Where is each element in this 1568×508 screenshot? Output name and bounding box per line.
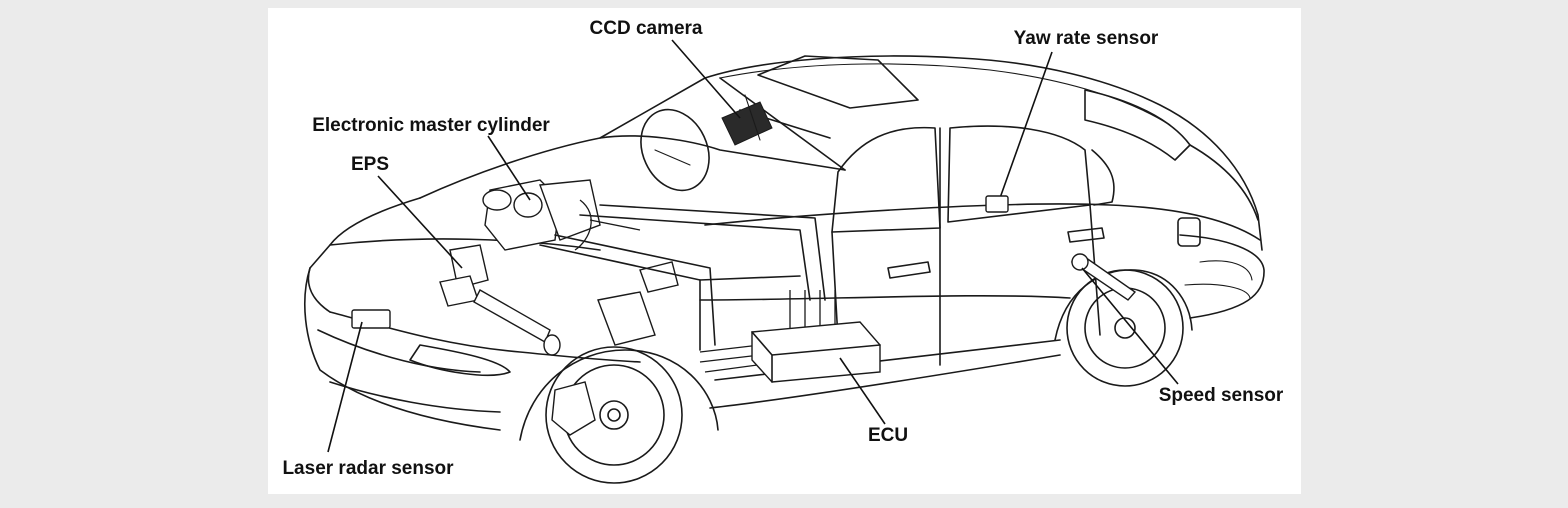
internal-components <box>439 94 881 383</box>
leader-laser-radar <box>327 321 363 453</box>
leader-master-cylinder <box>487 135 531 201</box>
labels: CCD camera Yaw rate sensor Electronic ma… <box>282 18 1283 479</box>
leader-ccd-camera <box>671 39 741 119</box>
label-ecu: ECU <box>868 425 908 446</box>
diagram-panel <box>268 8 1301 494</box>
label-ccd-camera: CCD camera <box>590 18 703 39</box>
leader-eps <box>377 175 463 269</box>
label-eps: EPS <box>351 154 389 175</box>
car-body <box>304 55 1265 484</box>
label-yaw-rate-sensor: Yaw rate sensor <box>1014 28 1159 49</box>
yaw-rate-sensor-box <box>985 195 1009 213</box>
leader-speed-sensor <box>1081 267 1179 385</box>
leader-ecu <box>839 357 886 425</box>
label-laser-radar-sensor: Laser radar sensor <box>282 458 454 479</box>
leader-yaw-rate-sensor <box>999 51 1053 199</box>
label-electronic-master-cylinder: Electronic master cylinder <box>312 115 550 136</box>
label-speed-sensor: Speed sensor <box>1159 385 1284 406</box>
leader-lines <box>327 39 1179 453</box>
